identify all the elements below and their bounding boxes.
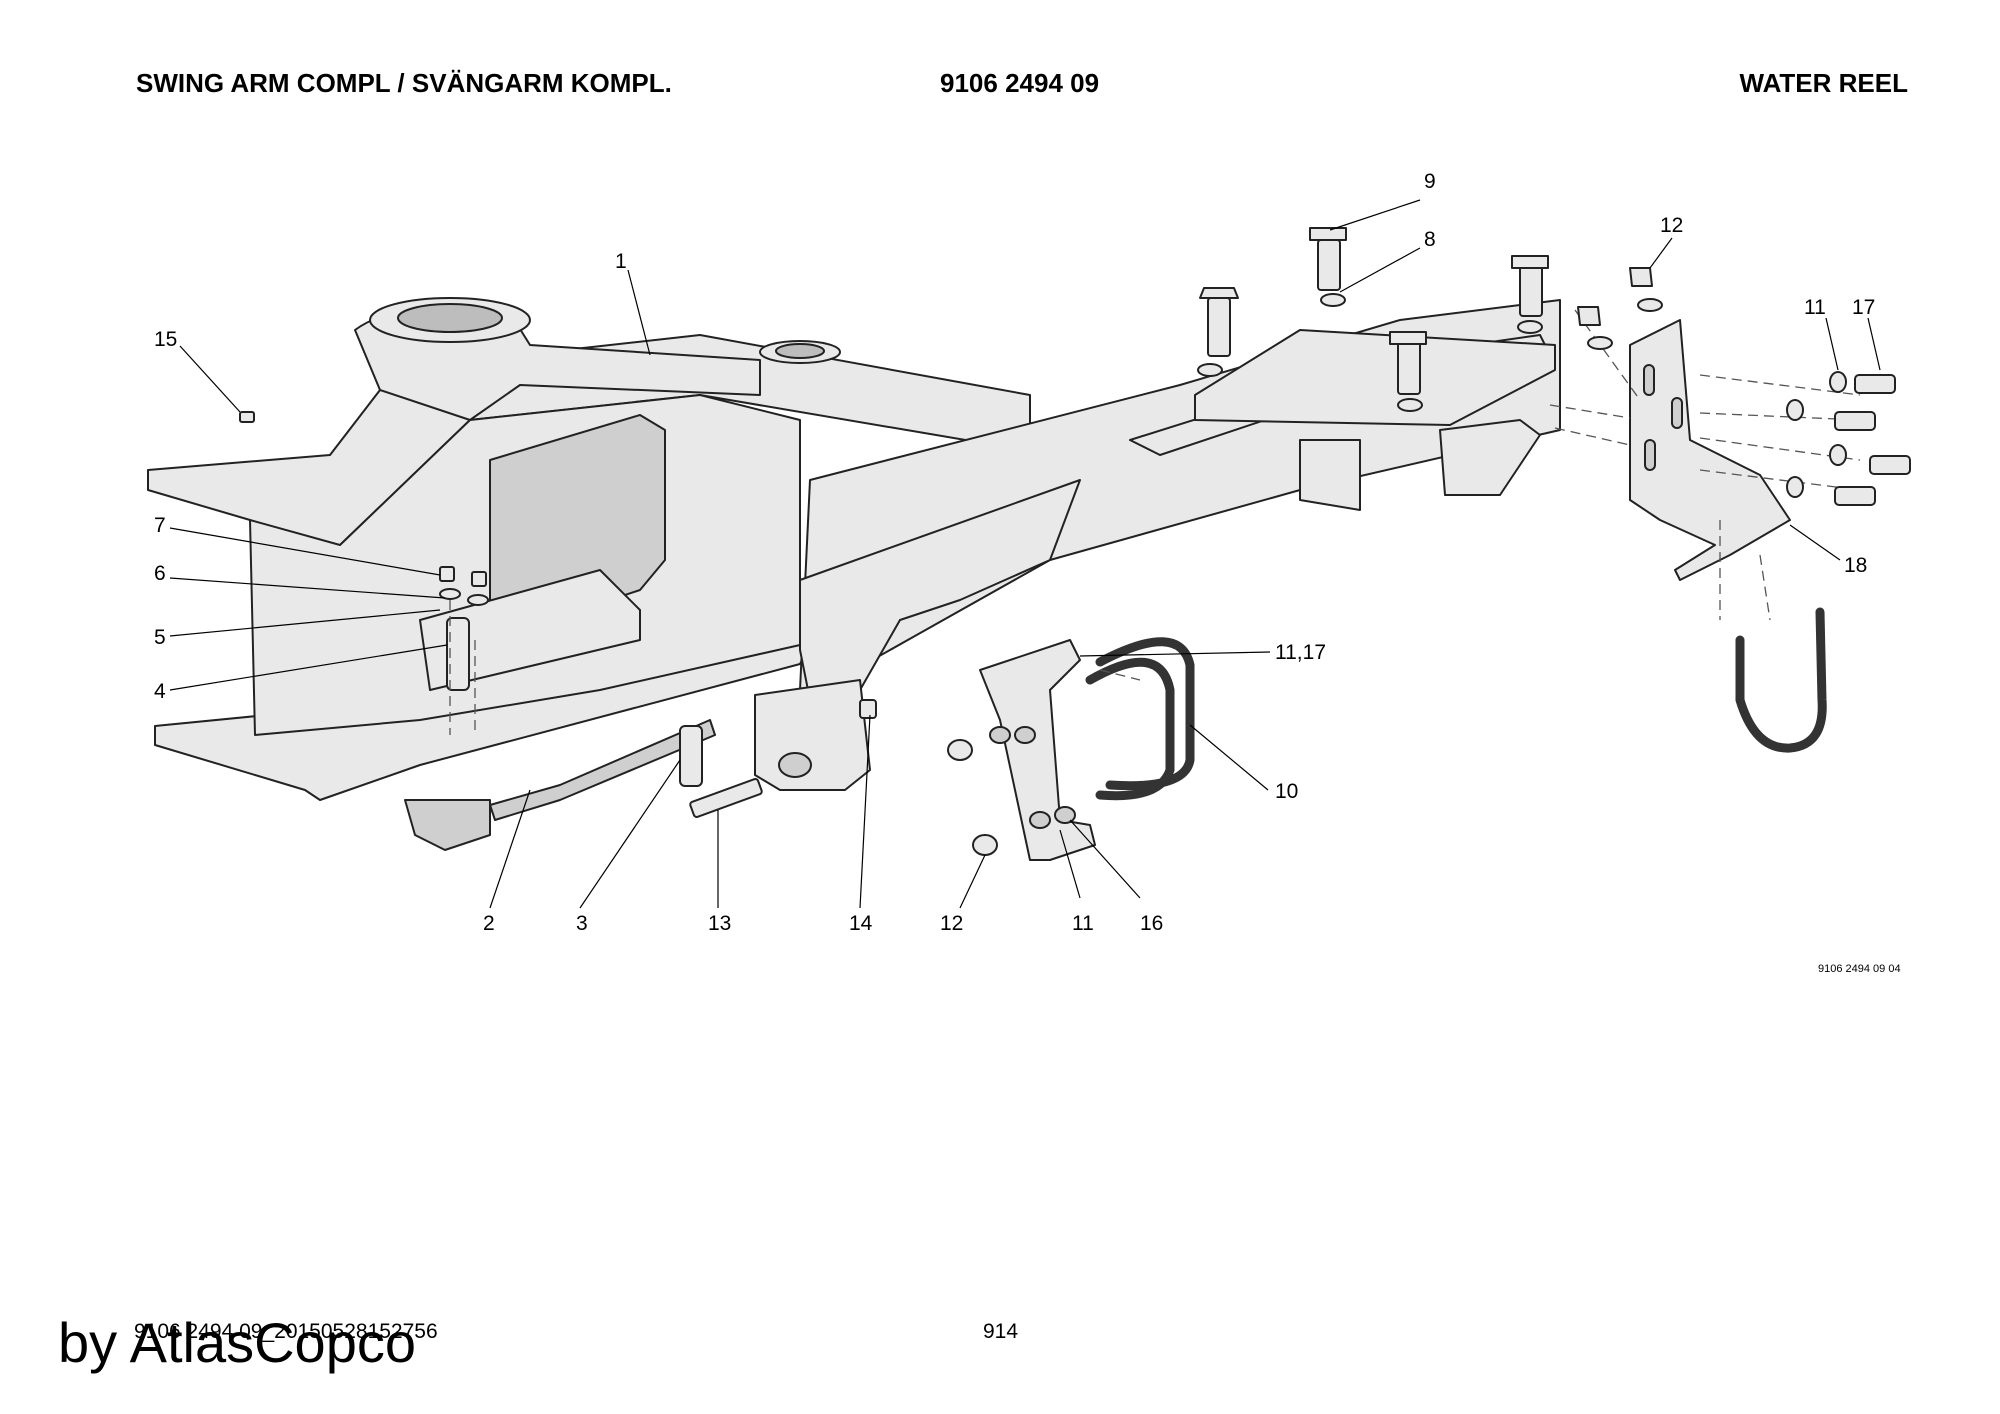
drawing-number: 9106 2494 09 04 (1818, 963, 1901, 975)
u-bolts-10 (1085, 637, 1195, 801)
callouts: 1 15 7 6 5 4 2 3 13 14 12 11 16 11,17 10… (154, 170, 1875, 935)
watermark: by AtlasCopco (58, 1311, 416, 1374)
callout-18: 18 (1844, 554, 1867, 577)
callout-15: 15 (154, 328, 177, 351)
callout-11: 11 (1072, 912, 1094, 935)
callout-7: 7 (154, 514, 166, 537)
callout-5: 5 (154, 626, 166, 649)
callout-4: 4 (154, 680, 166, 703)
callout-16: 16 (1140, 912, 1163, 935)
callout-2: 2 (483, 912, 495, 935)
callout-12: 12 (940, 912, 963, 935)
callout-12-top: 12 (1660, 214, 1683, 237)
callout-17: 17 (1852, 296, 1875, 319)
callout-13: 13 (708, 912, 731, 935)
footer-document-id: 9106 2494 09_20150528152756 (134, 1320, 438, 1343)
leader-lines (169, 199, 1881, 909)
u-bolt-18 (1735, 607, 1827, 753)
callout-10: 10 (1275, 780, 1298, 803)
callout-9: 9 (1424, 170, 1436, 193)
callout-8: 8 (1424, 228, 1436, 251)
callout-3: 3 (576, 912, 588, 935)
category-label: WATER REEL (1739, 68, 1908, 98)
callout-1: 1 (615, 250, 627, 273)
bracket-18 (1629, 319, 1791, 581)
footer-page-number: 914 (983, 1320, 1019, 1343)
callout-11-right: 11 (1804, 296, 1826, 319)
callout-6: 6 (154, 562, 166, 585)
part-number: 9106 2494 09 (940, 68, 1100, 98)
callout-11-17: 11,17 (1275, 641, 1326, 664)
bolts (239, 227, 1911, 856)
callout-14: 14 (849, 912, 873, 935)
page-title: SWING ARM COMPL / SVÄNGARM KOMPL. (136, 68, 672, 98)
swing-arm-body (147, 297, 1561, 861)
